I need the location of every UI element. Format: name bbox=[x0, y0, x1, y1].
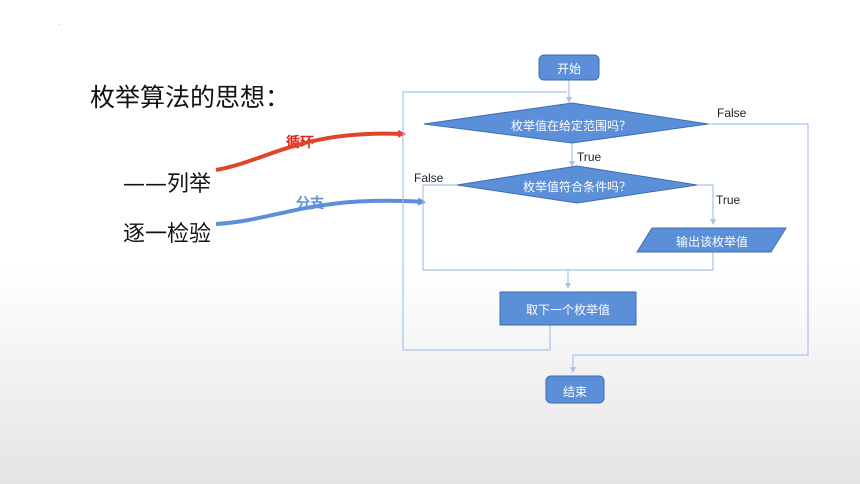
slide-title: 枚举算法的思想： bbox=[90, 83, 291, 112]
end-node bbox=[545, 375, 605, 404]
range-true-label: True bbox=[577, 150, 602, 164]
loop-arrow bbox=[215, 129, 406, 172]
output-node bbox=[636, 227, 787, 253]
corner-mark: . bbox=[58, 20, 60, 27]
output-node-label: 输出该枚举值 bbox=[675, 235, 748, 249]
start-node-label: 开始 bbox=[556, 62, 581, 76]
connector-lines bbox=[402, 80, 809, 373]
condition-decision-node bbox=[456, 165, 698, 204]
end-node-label: 结束 bbox=[562, 385, 587, 399]
next-value-node bbox=[499, 291, 637, 326]
start-node bbox=[538, 54, 600, 81]
range-decision-node bbox=[423, 102, 709, 144]
match-false-label: False bbox=[414, 171, 444, 185]
enumerate-item: ——列举 bbox=[123, 172, 212, 197]
match-true-label: True bbox=[716, 193, 741, 207]
check-item: 逐一检验 bbox=[123, 222, 212, 247]
range-false-label: False bbox=[717, 106, 747, 120]
condition-decision-label: 枚举值符合条件吗？ bbox=[522, 180, 631, 194]
range-decision-label: 枚举值在给定范围吗？ bbox=[510, 119, 631, 133]
next-value-node-label: 取下一个枚举值 bbox=[525, 303, 610, 317]
branch-arrow bbox=[215, 197, 426, 226]
